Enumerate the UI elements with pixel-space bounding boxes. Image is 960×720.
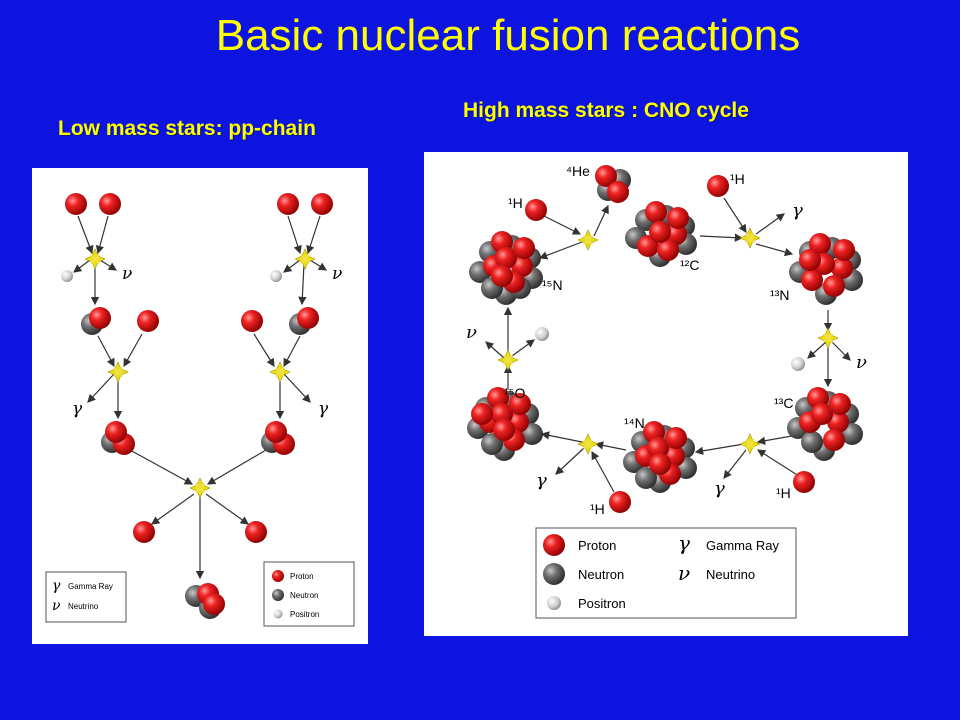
svg-text:γ: γ [52, 578, 61, 594]
proton [133, 521, 155, 543]
proton [609, 491, 631, 513]
legend-neutrino-label: Neutrino [68, 602, 99, 611]
gamma-symbol: γ [536, 470, 547, 491]
positron [270, 270, 282, 282]
pp-flash-3 [107, 361, 129, 383]
helium-4-nucleus [595, 165, 631, 203]
cno-flash-6 [497, 349, 519, 371]
proton [297, 307, 319, 329]
proton [707, 175, 729, 197]
proton [203, 593, 225, 615]
pp-flash-5 [189, 477, 211, 499]
label-h1: ¹H [776, 485, 791, 501]
pp-chain-diagram: ν ν γ γ γ Gamma Ray ν Neutrino Proton Ne… [32, 168, 368, 644]
legend-gamma-label: Gamma Ray [68, 582, 113, 591]
proton [137, 310, 159, 332]
positron [535, 327, 549, 341]
legend-neutron-label: Neutron [578, 567, 624, 582]
neutrino-symbol: ν [332, 264, 342, 284]
proton [65, 193, 87, 215]
pp-symbol-legend [45, 571, 127, 623]
nitrogen-15-nucleus [469, 231, 543, 305]
carbon-12-nucleus [625, 201, 697, 267]
proton [105, 421, 127, 443]
legend-proton-label: Proton [578, 538, 616, 553]
gamma-symbol: γ [714, 478, 725, 499]
neutrino-symbol: ν [466, 322, 477, 343]
high-mass-label: High mass stars : CNO cycle [463, 99, 749, 122]
pp-flash-4 [269, 361, 291, 383]
cno-cycle-diagram: γ γ γ ν ν [424, 152, 908, 636]
pp-flash-2 [294, 248, 316, 270]
cno-flash-5 [577, 433, 599, 455]
legend-positron-label: Positron [290, 610, 319, 619]
neutrino-symbol: ν [856, 352, 867, 373]
label-n13: ¹³N [770, 287, 789, 303]
proton [245, 521, 267, 543]
nitrogen-13-nucleus [789, 233, 863, 305]
legend-positron-label: Positron [578, 596, 626, 611]
positron [791, 357, 805, 371]
label-h1: ¹H [508, 195, 523, 211]
legend-neutron-label: Neutron [290, 591, 318, 600]
proton [241, 310, 263, 332]
gamma-symbol: γ [72, 399, 83, 419]
legend-gamma-label: Gamma Ray [706, 538, 779, 553]
pp-flash-1 [84, 248, 106, 270]
svg-text:γ: γ [678, 531, 690, 555]
cno-flash-4 [739, 433, 761, 455]
label-h1: ¹H [730, 171, 745, 187]
positron [61, 270, 73, 282]
proton [99, 193, 121, 215]
label-n14: ¹⁴N [624, 415, 645, 431]
neutrino-symbol: ν [122, 264, 132, 284]
cno-legend [535, 527, 797, 619]
svg-text:ν: ν [52, 598, 61, 614]
label-c13: ¹³C [774, 395, 793, 411]
label-c12: ¹²C [680, 257, 699, 273]
legend-proton-label: Proton [290, 572, 314, 581]
proton [525, 199, 547, 221]
proton [277, 193, 299, 215]
legend-neutrino-label: Neutrino [706, 567, 755, 582]
gamma-symbol: γ [792, 200, 803, 221]
carbon-13-nucleus [787, 387, 863, 461]
proton [793, 471, 815, 493]
label-o15: ¹⁵O [504, 385, 525, 401]
proton [89, 307, 111, 329]
cno-flash-2 [739, 227, 761, 249]
cno-flash-3 [817, 327, 839, 349]
nitrogen-14-nucleus [623, 421, 697, 493]
proton [311, 193, 333, 215]
svg-text:ν: ν [678, 561, 690, 585]
gamma-symbol: γ [318, 399, 329, 419]
oxygen-15-nucleus [467, 387, 543, 461]
low-mass-label: Low mass stars: pp-chain [58, 117, 316, 140]
page-title: Basic nuclear fusion reactions [215, 11, 801, 60]
label-he4: ⁴He [566, 163, 590, 179]
label-h1: ¹H [590, 501, 605, 517]
proton [265, 421, 287, 443]
cno-flash-1 [577, 229, 599, 251]
label-n15: ¹⁵N [542, 277, 563, 293]
